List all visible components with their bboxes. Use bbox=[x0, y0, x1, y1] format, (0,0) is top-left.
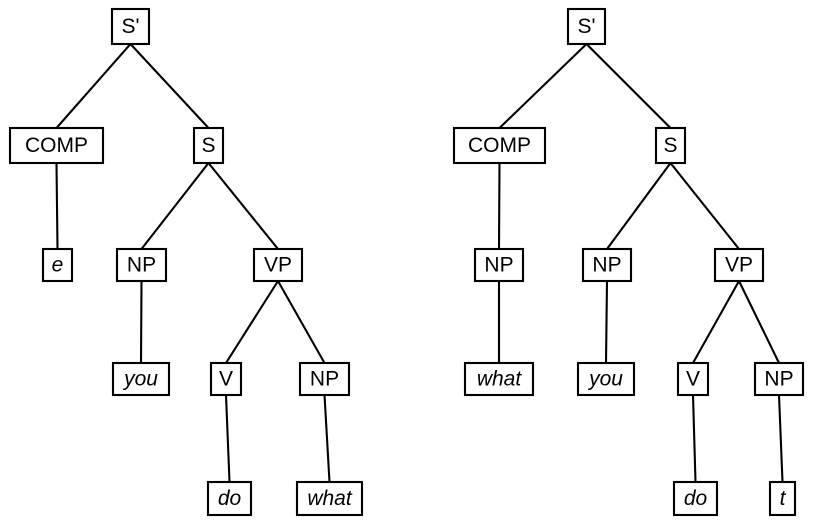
tree-edge-l_sbar-to-l_comp bbox=[55, 43, 132, 129]
tree-node-l_do: do bbox=[206, 480, 253, 517]
node-box bbox=[192, 126, 225, 165]
node-box bbox=[654, 126, 687, 165]
node-label: VP bbox=[264, 254, 292, 277]
node-label: VP bbox=[725, 254, 753, 277]
tree-node-r_comp: COMP bbox=[452, 126, 547, 165]
node-label: COMP bbox=[25, 134, 88, 157]
node-label: do bbox=[218, 487, 242, 510]
node-box bbox=[713, 247, 765, 283]
node-box bbox=[753, 361, 805, 397]
tree-edge-r_np2-to-r_t bbox=[777, 394, 784, 483]
node-box bbox=[672, 480, 719, 517]
tree-node-r_do: do bbox=[672, 480, 719, 517]
tree-edge-l_np2-to-l_what bbox=[323, 394, 331, 483]
node-label: e bbox=[52, 254, 64, 277]
tree-node-r_sbar: S' bbox=[566, 7, 607, 46]
node-label: you bbox=[122, 368, 158, 391]
tree-edge-l_s-to-l_np1 bbox=[140, 162, 210, 250]
tree-edge-l_np1-to-l_you bbox=[139, 280, 143, 364]
tree-edge-l_vp-to-l_np2 bbox=[277, 280, 326, 364]
node-label: NP bbox=[592, 254, 621, 277]
tree-node-l_you: you bbox=[111, 361, 171, 397]
tree-node-l_comp: COMP bbox=[8, 126, 105, 165]
node-box bbox=[576, 361, 636, 397]
node-label: S bbox=[663, 134, 677, 157]
node-box bbox=[110, 7, 151, 46]
node-box bbox=[115, 247, 168, 283]
node-label: COMP bbox=[468, 134, 531, 157]
tree-node-l_np2: NP bbox=[298, 361, 351, 397]
tree-edge-r_s-to-r_np1 bbox=[606, 162, 672, 250]
tree-node-l_np1: NP bbox=[115, 247, 168, 283]
node-box bbox=[209, 361, 243, 397]
tree-node-l_vp: VP bbox=[252, 247, 304, 283]
tree-node-l_what: what bbox=[295, 480, 364, 517]
tree-node-r_s: S bbox=[654, 126, 687, 165]
tree-edge-l_comp-to-l_e bbox=[55, 162, 59, 250]
tree-edges-layer bbox=[55, 43, 784, 483]
surface-structure-tree-edges bbox=[497, 43, 784, 483]
tree-node-l_s: S bbox=[192, 126, 225, 165]
node-label: NP bbox=[484, 254, 513, 277]
node-label: S' bbox=[121, 15, 139, 38]
tree-edge-l_vp-to-l_v bbox=[225, 280, 279, 364]
node-box bbox=[111, 361, 171, 397]
node-label: V bbox=[219, 368, 233, 391]
tree-edge-r_vp-to-r_np2 bbox=[738, 280, 780, 364]
node-box bbox=[298, 361, 351, 397]
tree-edge-r_np1-to-r_you bbox=[604, 280, 609, 364]
node-box bbox=[581, 247, 633, 283]
node-box bbox=[8, 126, 105, 165]
tree-edge-r_sbar-to-r_s bbox=[585, 43, 672, 129]
tree-edge-r_sbar-to-r_comp bbox=[498, 43, 588, 129]
surface-structure-tree-nodes: S' COMP S NP NP VP what you V NP do t bbox=[452, 7, 805, 517]
node-label: S bbox=[201, 134, 215, 157]
node-box bbox=[295, 480, 364, 517]
node-box bbox=[463, 361, 535, 397]
tree-node-r_vp: VP bbox=[713, 247, 765, 283]
tree-edge-l_v-to-l_do bbox=[224, 394, 231, 483]
node-label: you bbox=[587, 368, 623, 391]
node-box bbox=[206, 480, 253, 517]
tree-node-r_what: what bbox=[463, 361, 535, 397]
tree-edge-r_v-to-r_do bbox=[691, 394, 697, 483]
node-label: S' bbox=[577, 15, 595, 38]
node-label: what bbox=[477, 368, 523, 391]
node-label: NP bbox=[310, 368, 339, 391]
node-box bbox=[452, 126, 547, 165]
tree-node-r_you: you bbox=[576, 361, 636, 397]
tree-node-l_sbar: S' bbox=[110, 7, 151, 46]
tree-edge-r_comp-to-r_np0 bbox=[497, 162, 501, 250]
tree-edge-l_s-to-l_vp bbox=[207, 162, 279, 250]
tree-node-r_np1: NP bbox=[581, 247, 633, 283]
node-label: do bbox=[684, 487, 708, 510]
tree-edge-r_vp-to-r_v bbox=[692, 280, 740, 364]
node-label: t bbox=[780, 487, 787, 510]
node-label: NP bbox=[127, 254, 156, 277]
tree-node-l_v: V bbox=[209, 361, 243, 397]
tree-edge-l_sbar-to-l_s bbox=[129, 43, 210, 129]
tree-node-r_np0: NP bbox=[473, 247, 525, 283]
deep-structure-tree-edges bbox=[55, 43, 331, 483]
node-label: what bbox=[307, 487, 353, 510]
tree-edge-r_s-to-r_vp bbox=[669, 162, 740, 250]
tree-node-r_v: V bbox=[676, 361, 710, 397]
node-label: NP bbox=[764, 368, 793, 391]
tree-node-r_t: t bbox=[768, 480, 797, 517]
node-box bbox=[252, 247, 304, 283]
node-box bbox=[768, 480, 797, 517]
tree-node-l_e: e bbox=[41, 247, 74, 283]
node-box bbox=[566, 7, 607, 46]
node-box bbox=[41, 247, 74, 283]
node-box bbox=[473, 247, 525, 283]
node-box bbox=[676, 361, 710, 397]
node-label: V bbox=[686, 368, 700, 391]
tree-node-r_np2: NP bbox=[753, 361, 805, 397]
